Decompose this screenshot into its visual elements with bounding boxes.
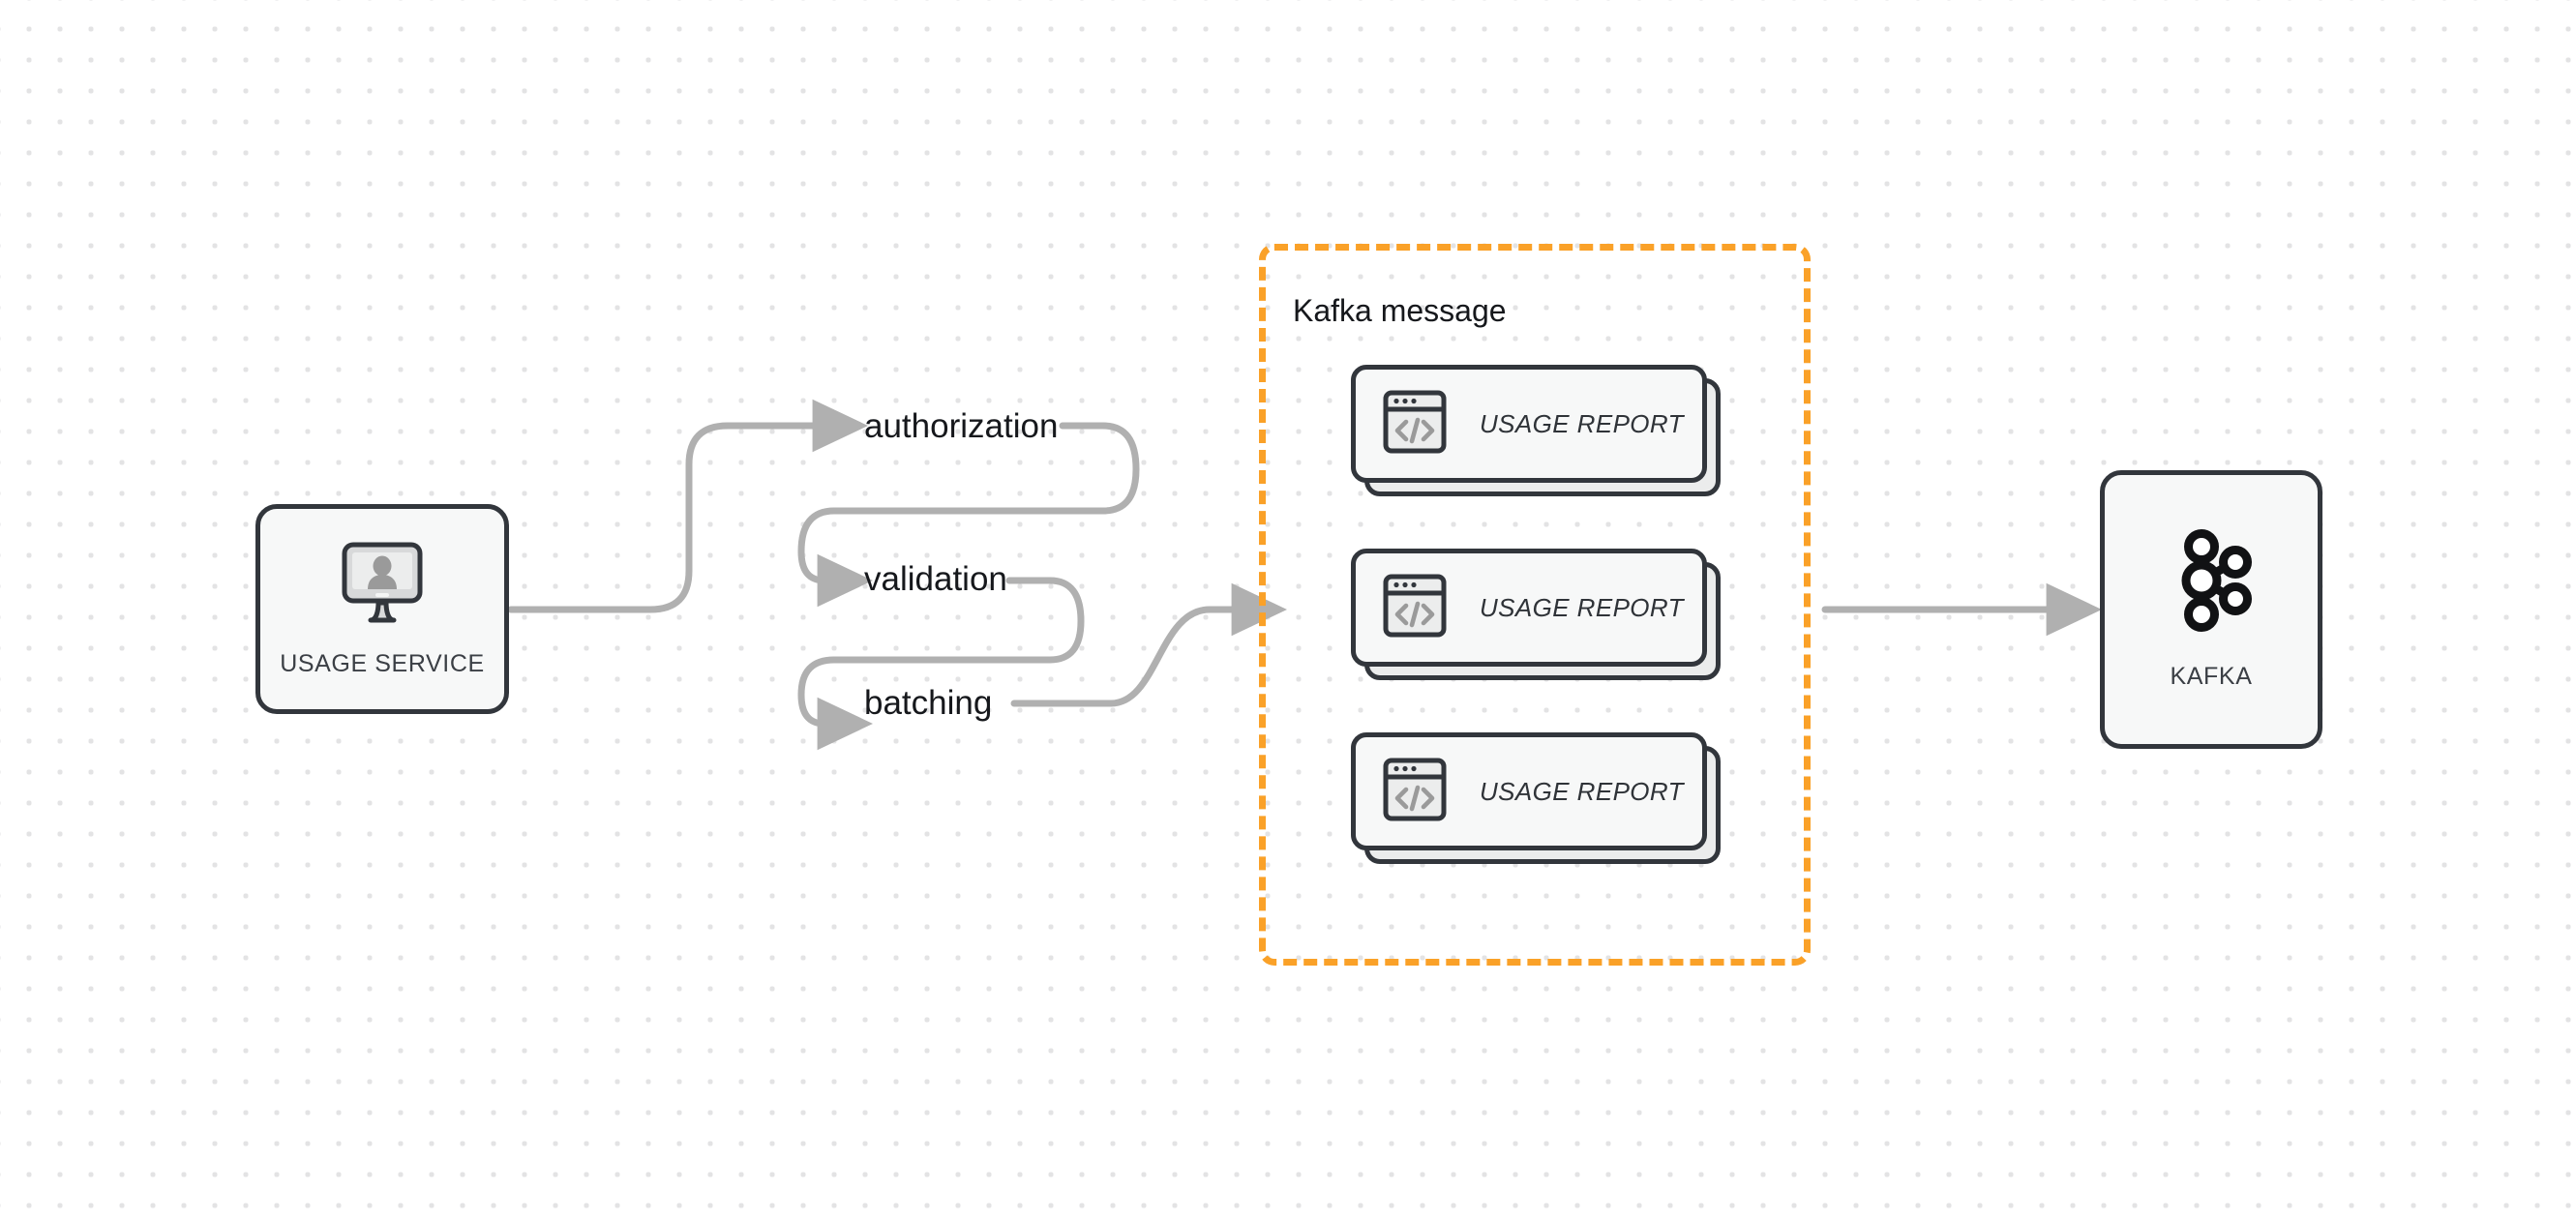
usage-report-card[interactable]: USAGE REPORT	[1351, 365, 1721, 496]
code-window-icon	[1383, 758, 1447, 826]
code-window-icon	[1383, 390, 1447, 459]
node-label-usage-service: USAGE SERVICE	[280, 649, 485, 677]
edge-authorization-to-validation	[797, 422, 1140, 608]
usage-report-card-label: USAGE REPORT	[1480, 408, 1684, 438]
usage-report-card[interactable]: USAGE REPORT	[1351, 549, 1721, 680]
node-usage-service[interactable]: USAGE SERVICE	[255, 504, 509, 714]
usage-report-card-label: USAGE REPORT	[1480, 776, 1684, 806]
usage-report-card[interactable]: USAGE REPORT	[1351, 732, 1721, 864]
code-window-icon	[1383, 574, 1447, 642]
stage-label-validation[interactable]: validation	[864, 560, 1007, 598]
card-front-layer: USAGE REPORT	[1351, 365, 1707, 483]
edge-batching-to-kafka-message	[1010, 582, 1287, 707]
kafka-message-group-title: Kafka message	[1293, 293, 1507, 328]
card-front-layer: USAGE REPORT	[1351, 549, 1707, 667]
node-label-kafka: KAFKA	[2170, 663, 2253, 690]
usage-report-card-label: USAGE REPORT	[1480, 592, 1684, 622]
edge-usage-service-to-authorization	[507, 399, 868, 613]
card-front-layer: USAGE REPORT	[1351, 732, 1707, 850]
kafka-message-group-boundary	[1259, 244, 1811, 966]
node-kafka[interactable]: KAFKA	[2100, 470, 2322, 749]
kafka-logo-icon	[2167, 528, 2256, 638]
stage-label-authorization[interactable]: authorization	[864, 407, 1059, 445]
stage-label-batching[interactable]: batching	[864, 684, 993, 722]
monitor-user-icon	[336, 541, 429, 629]
